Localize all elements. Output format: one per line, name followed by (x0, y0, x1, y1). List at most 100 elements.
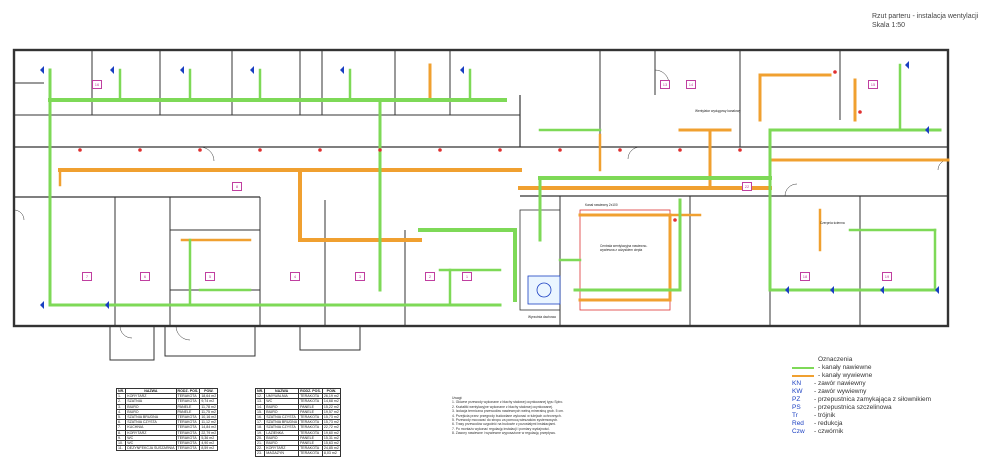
table-cell: LAZIENKA (264, 429, 300, 436)
table-cell: SZATNIA CZYSTA (264, 413, 300, 421)
table-cell: TERAKOTA (175, 398, 201, 405)
legend-text: - zawór nawiewny (814, 380, 866, 387)
central-unit-label: Centrala wentylacyjna nawiewno-wywiewna … (600, 244, 648, 252)
legend-text: - redukcja (814, 420, 843, 427)
supply-ducts (48, 63, 942, 307)
room-tag: 16 (92, 80, 102, 89)
note-line: 7. Po montażu wykonać regulację instalac… (452, 426, 550, 431)
table-cell: 15,63 m2 (321, 440, 341, 447)
table-cell: 11. (115, 445, 127, 452)
table-cell: 5,36 m2 (199, 434, 219, 442)
room-tag: 2 (425, 272, 435, 281)
table-cell: TERAKOTA (175, 429, 201, 436)
roof-exhaust-label: Wyrzutnia dachowa (528, 315, 556, 319)
legend-abbr: Red (792, 420, 804, 427)
legend-abbr: Tr (792, 412, 798, 419)
legend-item: KN- zawór nawiewny (792, 380, 931, 388)
valve-markers (40, 61, 939, 309)
room-tag: 7 (82, 272, 92, 281)
table-cell: 22,79 m2 (199, 429, 219, 436)
note-line: 4. Przejścia przez przegrody budowlane w… (452, 413, 562, 418)
legend-supply: - kanały nawiewne (792, 364, 931, 372)
table-cell: 14,68 m2 (321, 398, 341, 405)
legend-abbr: KW (792, 388, 803, 395)
table-cell: UMYWALNIA (264, 393, 300, 400)
table-cell: 8,59 m2 (199, 445, 219, 452)
room-tag: 3 (355, 272, 365, 281)
table-cell: 13. (254, 398, 266, 405)
table-cell: 22,72 m2 (321, 424, 341, 431)
exhaust-valve-markers (78, 70, 862, 222)
table-cell: TERAKOTA (175, 419, 201, 426)
table-cell: 10. (115, 440, 127, 447)
room-tag: 8 (232, 182, 242, 191)
legend-item: PS- przepustnica szczelinowa (792, 404, 931, 412)
duct-label: Kanał nawiewny 2x100 (585, 203, 618, 207)
table-cell: TERAKOTA (175, 413, 201, 421)
table-cell: TERAKOTA (298, 424, 323, 431)
table-cell: DEZYNFEKCJA SUSZARNIA (125, 445, 177, 452)
legend-abbr: Czw (792, 428, 805, 435)
table-cell: MAGAZYN (264, 450, 300, 457)
legend-text: - trójnik (814, 412, 836, 419)
notes-heading: Uwagi: (452, 396, 463, 400)
air-handling-unit (527, 275, 561, 305)
table-cell: 20. (254, 434, 266, 442)
legend-item: KW- zawór wywiewny (792, 388, 931, 396)
table-cell: 11,78 m2 (199, 403, 219, 410)
table-cell: 4,90 m2 (199, 440, 219, 447)
notes-block: Uwagi: 1. Główne przewody wykonane z bla… (452, 396, 752, 436)
table-cell: 14. (254, 403, 266, 410)
legend-text: - przepustnica zamykająca z siłownikiem (814, 396, 932, 403)
table-cell: TERAKOTA (175, 424, 201, 431)
table-cell: 12. (254, 393, 266, 400)
table-cell: SZATNIA BRUDNA (125, 413, 177, 421)
table-cell: 15,73 m2 (321, 419, 341, 426)
legend-exhaust: - kanały wywiewne (792, 372, 931, 380)
room-tag: 14 (686, 80, 696, 89)
table-cell: TERAKOTA (298, 429, 323, 436)
note-line: 5. Przewody mocować do stropu za pomocą … (452, 418, 559, 423)
table-cell: 22. (254, 445, 266, 452)
fan-label: Wentylator wyciągowy kanałowy (695, 109, 741, 113)
table-cell: 19. (254, 429, 266, 436)
table-cell: 11,12 m2 (199, 419, 219, 426)
legend-item: Tr - trójnik (792, 412, 931, 420)
room-tag: 15 (868, 80, 878, 89)
table-cell: TERAKOTA (298, 398, 323, 405)
table-cell: 19,57 m2 (321, 408, 341, 416)
table-cell: 11,75 m2 (199, 408, 219, 416)
legend-abbr: PS (792, 404, 801, 411)
table-cell: 9,74 m2 (199, 398, 219, 405)
table-cell: TERAKOTA (175, 434, 201, 442)
drawing-title: Rzut parteru - instalacja wentylacji Ska… (872, 13, 979, 29)
table-cell: TERAKOTA (298, 445, 323, 452)
table-cell: TERAKOTA (175, 445, 201, 452)
walls (12, 48, 950, 361)
room-tag: 1 (462, 272, 472, 281)
note-line: 1. Główne przewody wykonane z blachy sta… (452, 400, 564, 405)
table-cell: 8,03 m2 (321, 450, 341, 457)
room-tag: 19 (882, 272, 892, 281)
table-cell: 26,19 m2 (321, 393, 341, 400)
note-line: 2. Kształtki wentylacyjne wykonane z bla… (452, 404, 554, 409)
legend-abbr: PZ (792, 396, 801, 403)
table-cell: SZATNIA BRUDNA (264, 419, 300, 426)
room-tag: 18 (800, 272, 810, 281)
table-cell: 17. (254, 419, 266, 426)
table-cell: SZATNIA CZYSTA (125, 419, 177, 426)
legend-item: PZ - przepustnica zamykająca z siłownikie… (792, 396, 931, 404)
table-cell: SZATNIA CZYSTA (264, 424, 300, 431)
